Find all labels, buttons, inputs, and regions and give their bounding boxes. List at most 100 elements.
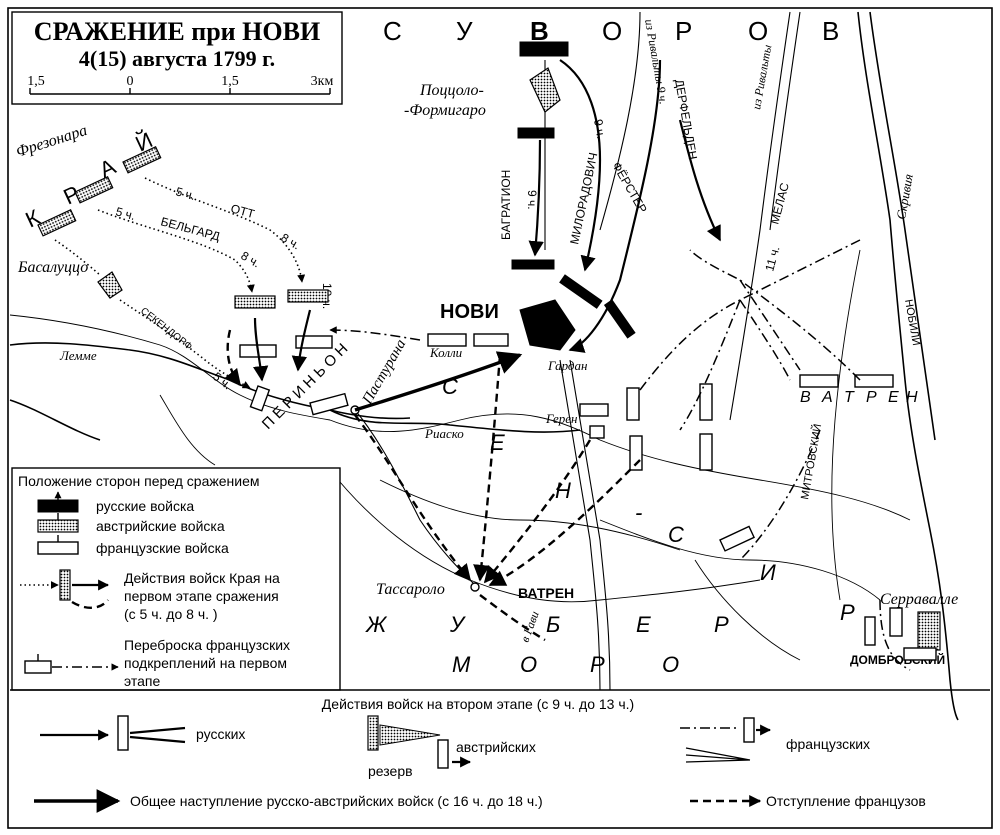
riasco-label: Риаско <box>424 426 464 441</box>
legend2-retreat: Отступление французов <box>766 793 926 809</box>
nobili-label: НОБИЛИ <box>902 298 922 346</box>
austrian-units <box>37 67 941 651</box>
vatren-letter-4: Е <box>888 389 899 406</box>
basaluzzo-label: Басалуццо <box>17 259 88 276</box>
pozzolo-label: Поццоло- <box>419 82 484 99</box>
scrivia-river-2 <box>869 11 936 441</box>
sen-letter-5: И <box>760 560 776 585</box>
belgard-label: БЕЛЬГАРД <box>159 214 221 243</box>
novi-label: НОВИ <box>440 301 499 323</box>
zhubero-letter-2: Б <box>546 612 560 637</box>
fresonara-label: Фрезонара <box>14 122 89 161</box>
riasco-river <box>329 409 581 433</box>
ott-label: ОТТ <box>229 201 256 221</box>
derfelden-label: ДЕРФЕЛЬДЕН <box>672 78 700 161</box>
moro-letter-0: М <box>452 652 471 677</box>
seckendorf-label: СЕКЕНДОРФ <box>138 306 194 353</box>
mitrovsky-label: МИТРОВСКИЙ <box>798 423 824 501</box>
scale-bar: 1,5 0 1,5 3км <box>27 74 334 95</box>
corps-region-labels: П Е Р И Н Ь О Н С Е Н - С И Р Ж У Б Е Р … <box>259 340 918 677</box>
moro-letter-1: О <box>520 652 537 677</box>
forster-label: ФЁРСТЕР <box>609 160 649 216</box>
terrain-lines <box>9 249 911 661</box>
legend-russian: русские войска <box>96 498 194 514</box>
time-9b: 9 ч. <box>591 118 608 140</box>
time-8b: 8 ч. <box>239 248 263 270</box>
watrin-label-south: ВАТРЕН <box>518 585 574 601</box>
suvorov-letter-1: У <box>456 16 473 46</box>
moro-letter-2: Р <box>590 652 605 677</box>
map-frame <box>7 7 993 829</box>
time-5b: 5 ч. <box>114 204 137 223</box>
suvorov-letter-3: О <box>602 16 622 46</box>
gavi-label: в Гави <box>518 609 542 644</box>
legend2-title: Действия войск на втором этапе (с 9 ч. д… <box>322 696 634 712</box>
time-5c: 5 ч. <box>210 369 234 392</box>
zhubero-letter-0: Ж <box>365 612 388 637</box>
legend-reinf-1: Переброска французских <box>124 637 290 653</box>
gardanne-label: Гардан <box>547 358 587 373</box>
scrivia-river-1 <box>857 11 959 721</box>
suvorov-letter-5: О <box>748 16 768 46</box>
suvorov-label: С У В О Р О В <box>383 16 839 46</box>
legend-french: французские войска <box>96 540 229 556</box>
movement-arrows <box>54 59 911 671</box>
suvorov-letter-2: В <box>530 16 549 46</box>
title-block: СРАЖЕНИЕ при НОВИ 4(15) августа 1799 г. … <box>11 11 343 105</box>
melas-label: МЕЛАС <box>767 181 792 226</box>
time-11: 11 ч. <box>762 245 782 273</box>
legend-reinf-3: этапе <box>124 673 160 689</box>
lemme-label: Лемме <box>59 348 97 363</box>
roads <box>354 11 801 691</box>
sen-letter-6: Р <box>840 600 855 625</box>
legend-title: Положение сторон перед сражением <box>18 473 260 489</box>
legend-kray-3: (с 5 ч. до 8 ч. ) <box>124 606 218 622</box>
french-units <box>239 333 937 661</box>
legend2-french: французских <box>786 736 870 752</box>
legend-kray-1: Действия войск Края на <box>124 570 280 586</box>
zhubero-letter-3: Е <box>636 612 651 637</box>
legend-bottom: Действия войск на втором этапе (с 9 ч. д… <box>10 689 990 813</box>
scale-tick-0: 1,5 <box>27 74 45 89</box>
legend-kray-2: первом этапе сражения <box>124 588 279 604</box>
zhubero-letter-4: Р <box>714 612 729 637</box>
sen-letter-2: Н <box>555 478 571 503</box>
miloradovich-label: МИЛОРАДОВИЧ <box>567 151 600 245</box>
scale-tick-3: 3км <box>311 74 334 89</box>
bagration-label: БАГРАТИОН <box>499 170 513 240</box>
legend2-austrian: австрийских <box>456 739 536 755</box>
vatren-letter-1: А <box>821 389 833 406</box>
time-9a: 9 ч. <box>525 190 539 210</box>
russian-units <box>511 41 636 351</box>
time-5a: 5 ч. <box>174 184 197 203</box>
vatren-letter-5: Н <box>906 389 918 406</box>
colli-label: Колли <box>429 345 463 360</box>
rivalta-label-1: из Ривальты 9 ч. <box>642 18 671 105</box>
map-title: СРАЖЕНИЕ при НОВИ <box>34 17 320 46</box>
zhubero-letter-1: У <box>449 612 466 637</box>
pasturana-label: Пастурана <box>359 337 409 408</box>
guerin-label: Герен <box>545 411 578 426</box>
time-8a: 8 ч. <box>279 230 303 252</box>
scale-tick-2: 1,5 <box>221 74 239 89</box>
legend2-general: Общее наступление русско-австрийских вой… <box>130 793 543 809</box>
rivalta-label-2: из Ривальты <box>749 44 774 111</box>
moro-letter-3: О <box>662 652 679 677</box>
legend-reinf-2: подкреплений на первом <box>124 655 287 671</box>
sen-letter-3: - <box>635 500 642 525</box>
vatren-letter-3: Р <box>866 389 877 406</box>
vatren-letter-0: В <box>800 389 811 406</box>
legend2-russian: русских <box>196 726 245 742</box>
formigaro-label: -Формигаро <box>404 102 486 119</box>
legend-austrian: австрийские войска <box>96 518 225 534</box>
vatren-letter-2: Т <box>844 389 855 406</box>
tassarolo-label: Тассароло <box>376 581 445 598</box>
scale-tick-1: 0 <box>127 74 134 89</box>
suvorov-letter-6: В <box>822 16 839 46</box>
serravalle-label: Серравалле <box>880 591 958 608</box>
legend2-reserve: резерв <box>368 763 413 779</box>
map-date: 4(15) августа 1799 г. <box>79 46 275 71</box>
suvorov-letter-0: С <box>383 16 402 46</box>
sen-letter-4: С <box>668 522 684 547</box>
